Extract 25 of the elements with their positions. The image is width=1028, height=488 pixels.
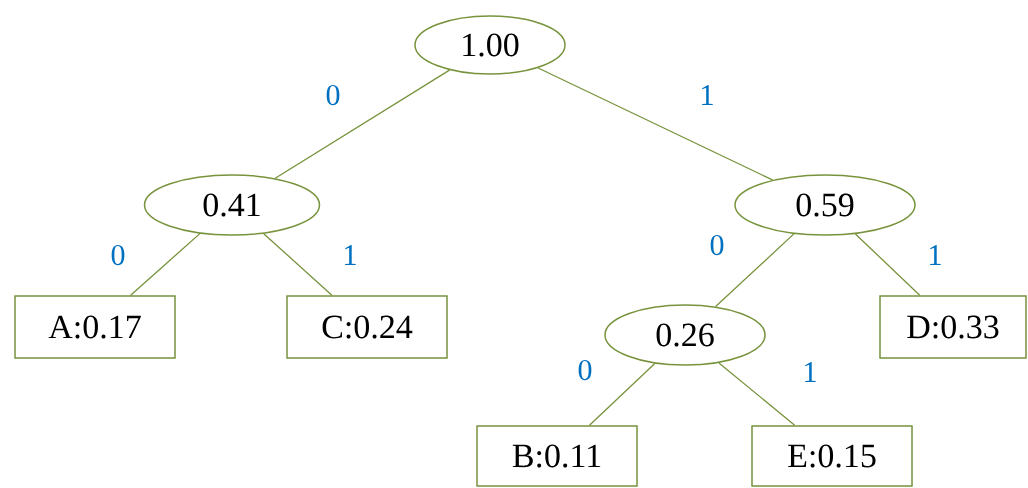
edge-line <box>588 362 656 426</box>
edge-line <box>263 233 333 296</box>
ellipse-node: 0.26 <box>604 304 766 366</box>
edge-line <box>715 233 795 308</box>
leaf-box: D:0.33 <box>879 295 1027 359</box>
edge-line <box>130 233 201 296</box>
edge-label: 0 <box>576 358 594 382</box>
ellipse-node: 1.00 <box>414 15 566 75</box>
edge-line <box>274 69 451 179</box>
ellipse-node: 0.59 <box>734 174 916 236</box>
edge-label: 1 <box>698 84 716 106</box>
edge-line <box>718 362 796 426</box>
edge-label: 1 <box>801 361 819 383</box>
edge-label: 0 <box>708 233 726 257</box>
edge-line <box>537 67 774 181</box>
edge-label: 1 <box>926 244 944 266</box>
leaf-box: C:0.24 <box>286 295 448 359</box>
ellipse-node: 0.41 <box>143 174 321 236</box>
leaf-box: A:0.17 <box>14 295 176 359</box>
edge-line <box>854 233 921 296</box>
leaf-box: B:0.11 <box>476 425 638 487</box>
leaf-box: E:0.15 <box>751 425 913 487</box>
edge-label: 0 <box>324 83 342 107</box>
edge-label: 1 <box>341 244 359 266</box>
edge-label: 0 <box>109 243 127 267</box>
